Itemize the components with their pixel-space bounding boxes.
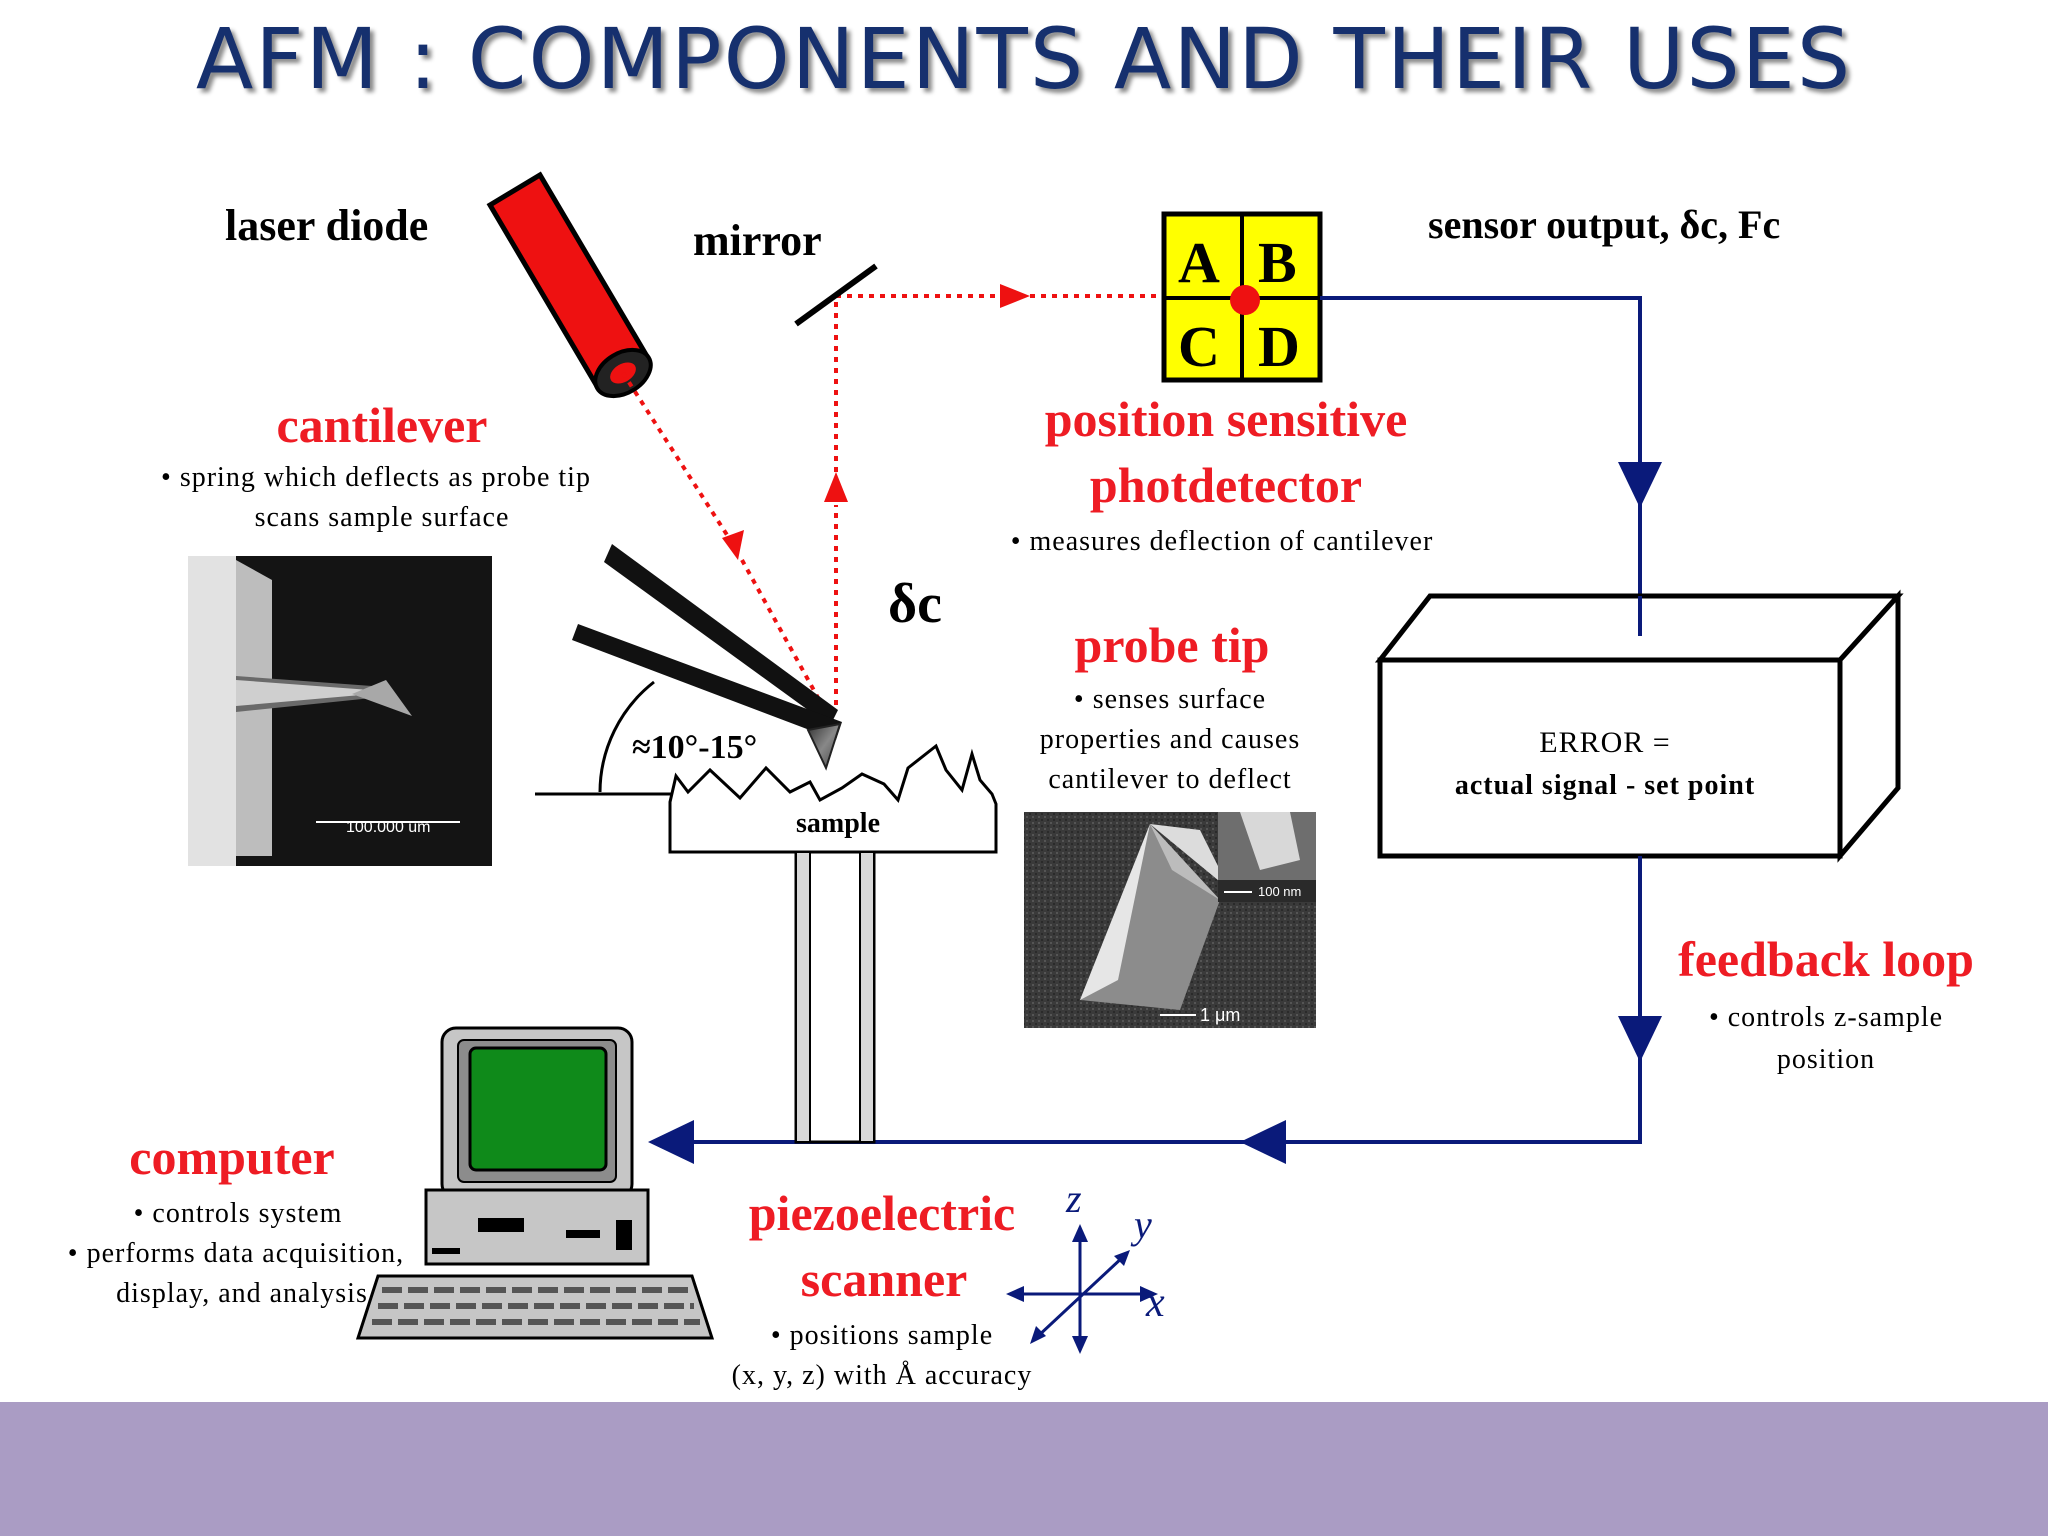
cantilever-beam (572, 544, 842, 771)
quadrant-c: C (1178, 314, 1220, 379)
probe-scale-large: 1 μm (1200, 1005, 1240, 1025)
mirror-label: mirror (693, 216, 822, 265)
footer-band (0, 1402, 2048, 1536)
slide-title: AFM : COMPONENTS AND THEIR USES (195, 10, 1853, 108)
axis-x-label: x (1145, 1280, 1165, 1326)
signal-line-to-error (1320, 296, 1642, 636)
cantilever-desc-line2: scans sample surface (255, 502, 510, 533)
error-box: ERROR = actual signal - set point (1374, 589, 1904, 863)
quadrant-d: D (1258, 314, 1300, 379)
computer-arrowhead (648, 1120, 694, 1164)
axis-z-label: z (1065, 1176, 1082, 1221)
scanner-title-line2: scanner (801, 1251, 968, 1307)
scanner-title-line1: piezoelectric (749, 1185, 1015, 1241)
feedback-desc-line2: position (1777, 1044, 1875, 1075)
scanner-desc-line1: • positions sample (771, 1320, 993, 1351)
computer-desc-line2: • performs data acquisition, (68, 1238, 404, 1269)
cantilever-sem-image: 100.000 um (188, 556, 492, 866)
computer-desc-line3: display, and analysis (116, 1278, 368, 1309)
laser-diode-label: laser diode (225, 201, 428, 250)
probe-tip-sem-image: 100 nm 1 μm (1024, 812, 1316, 1028)
error-equation-line2: actual signal - set point (1455, 770, 1755, 801)
mirror (794, 263, 878, 327)
computer-desc-line1: • controls system (134, 1198, 343, 1229)
quadrant-b: B (1258, 230, 1297, 295)
sensor-output-label: sensor output, δc, Fc (1428, 202, 1780, 247)
angle-arc (598, 680, 655, 793)
laser-diode (486, 171, 653, 399)
photodetector-title-line2: photdetector (1090, 457, 1362, 513)
probe-tip-desc-line1: • senses surface (1074, 684, 1266, 715)
laser-spot (1230, 285, 1260, 315)
incident-arrowhead (722, 530, 744, 560)
reflected-arrowhead (824, 472, 848, 502)
probe-tip-title: probe tip (1075, 617, 1270, 673)
deflection-label: δc (888, 573, 942, 635)
angle-label: ≈10°-15° (632, 729, 757, 766)
cantilever-scale-label: 100.000 um (346, 819, 431, 836)
photodetector: A B C D (1161, 211, 1323, 383)
photodetector-title-line1: position sensitive (1045, 391, 1408, 447)
scanner-desc-line2: (x, y, z) with Å accuracy (732, 1360, 1033, 1391)
computer-title: computer (129, 1129, 335, 1185)
probe-tip-shape (806, 722, 842, 771)
computer-icon (355, 1026, 715, 1340)
error-equation-line1: ERROR = (1539, 726, 1670, 759)
piezo-column (794, 850, 876, 1144)
cantilever-title: cantilever (276, 397, 487, 453)
signal-arrowhead-down (1618, 462, 1662, 508)
xyz-axes: z y x (1006, 1176, 1165, 1354)
probe-scale-small: 100 nm (1258, 884, 1301, 899)
probe-tip-desc-line2: properties and causes (1040, 724, 1300, 755)
cantilever-desc-line1: • spring which deflects as probe tip (161, 462, 591, 493)
photodetector-desc: • measures deflection of cantilever (1011, 526, 1434, 557)
sample: sample (668, 743, 998, 854)
feedback-line (672, 856, 1642, 1144)
probe-tip-desc-line3: cantilever to deflect (1048, 764, 1291, 795)
horizontal-arrowhead (1000, 284, 1030, 308)
feedback-desc-line1: • controls z-sample (1709, 1002, 1943, 1033)
feedback-loop-title: feedback loop (1678, 931, 1974, 987)
axis-y-label: y (1130, 1202, 1152, 1247)
feedback-arrowhead-down (1618, 1016, 1662, 1062)
laser-beam-incident (621, 371, 740, 554)
sample-label: sample (796, 808, 880, 839)
quadrant-a: A (1178, 230, 1220, 295)
feedback-arrowhead-left (1240, 1120, 1286, 1164)
afm-diagram: laser diode mirror A B C D sensor output… (68, 171, 1974, 1391)
